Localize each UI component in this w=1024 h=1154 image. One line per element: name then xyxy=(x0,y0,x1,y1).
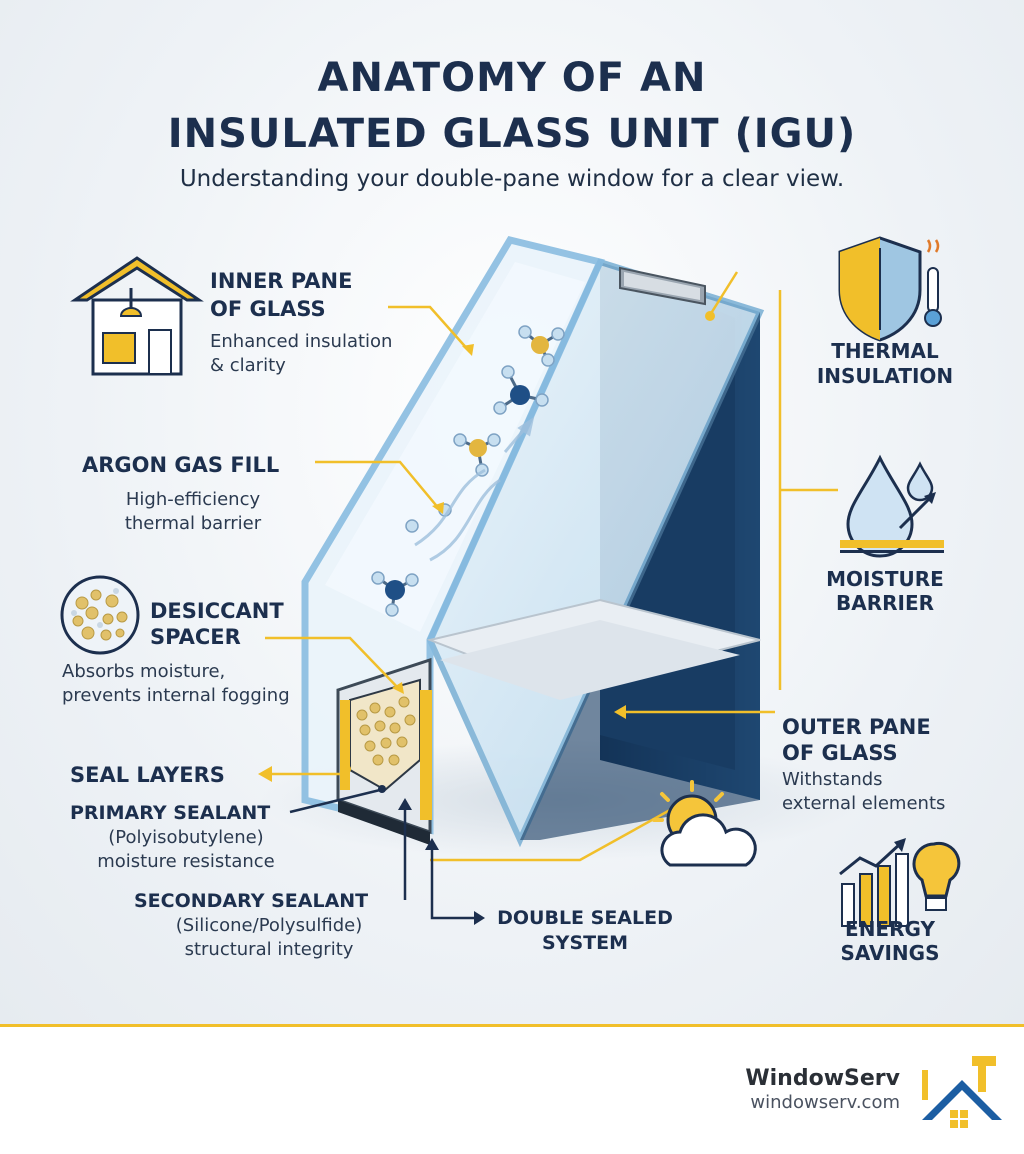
shield-thermal-icon xyxy=(838,236,942,342)
windowserv-logo-icon xyxy=(922,1056,1002,1128)
page-title-line2: INSULATED GLASS UNIT (IGU) xyxy=(167,111,857,157)
primary-sealant-right xyxy=(420,690,432,820)
page-title-line1: ANATOMY OF AN xyxy=(317,55,707,101)
double-sealed-title-line1: DOUBLE SEALED xyxy=(497,907,673,929)
outer-pane-title-line1: OUTER PANE xyxy=(782,715,931,739)
desiccant-title-line2: SPACER xyxy=(150,625,241,649)
inner-pane-title-line1: INNER PANE xyxy=(210,269,353,293)
brand-name: WindowServ xyxy=(745,1066,900,1091)
igu-diagram xyxy=(60,235,961,927)
outer-pane-title-line2: OF GLASS xyxy=(782,741,898,765)
outer-pane-desc-line2: external elements xyxy=(782,793,946,814)
footer-accent-line xyxy=(0,1024,1024,1027)
desiccant-beads-icon xyxy=(60,575,140,655)
outer-pane-desc-line1: Withstands xyxy=(782,769,883,790)
energy-title-line2: SAVINGS xyxy=(840,941,940,965)
gas-flow-lines xyxy=(414,416,535,562)
moisture-title-line1: MOISTURE xyxy=(826,567,944,591)
primary-sealant-desc-line2: moisture resistance xyxy=(97,851,275,872)
secondary-sealant-desc-line1: (Silicone/Polysulfide) xyxy=(175,915,363,936)
seal-layers-title: SEAL LAYERS xyxy=(70,763,225,787)
leader-double-sealed xyxy=(430,808,671,862)
thermal-title-line2: INSULATION xyxy=(816,364,954,388)
primary-sealant-title: PRIMARY SEALANT xyxy=(70,802,271,824)
secondary-sealant-base xyxy=(338,800,430,845)
desiccant-title-line1: DESICCANT xyxy=(150,599,284,623)
brand-url: windowserv.com xyxy=(750,1092,900,1113)
sun-cloud-icon xyxy=(652,780,757,867)
argon-molecules xyxy=(371,325,565,617)
leader-lines xyxy=(265,271,838,862)
page-subtitle: Understanding your double-pane window fo… xyxy=(179,166,845,192)
energy-chart-bulb-icon xyxy=(839,838,961,927)
argon-title: ARGON GAS FILL xyxy=(82,453,280,477)
outer-pane-edge xyxy=(520,312,760,840)
leader-desiccant xyxy=(265,636,401,691)
inner-pane-shine xyxy=(325,262,585,632)
primary-sealant-desc-line1: (Polyisobutylene) xyxy=(108,827,264,848)
top-spacer-pores xyxy=(624,272,700,300)
moisture-title-line2: BARRIER xyxy=(835,591,935,615)
inner-pane-desc-line2: & clarity xyxy=(210,355,286,376)
argon-desc-line1: High-efficiency xyxy=(125,489,261,510)
house-icon xyxy=(70,256,204,376)
footer xyxy=(0,1027,1024,1154)
navy-leader-lines xyxy=(289,788,478,920)
desiccant-desc-line1: Absorbs moisture, xyxy=(62,661,226,682)
inner-pane-desc-line1: Enhanced insulation xyxy=(210,331,393,352)
thermal-title-line1: THERMAL xyxy=(831,339,939,363)
desiccant-beads xyxy=(356,696,416,766)
double-sealed-title-line2: SYSTEM xyxy=(542,932,628,954)
bottom-sill-inner xyxy=(440,620,740,700)
leader-argon xyxy=(315,460,441,511)
leader-arrowheads xyxy=(258,311,715,782)
leader-inner-pane xyxy=(388,305,471,353)
primary-sealant-left xyxy=(340,700,350,790)
leader-double-sealed-system xyxy=(430,845,478,920)
leader-thermal xyxy=(708,271,739,316)
secondary-sealant-title: SECONDARY SEALANT xyxy=(134,890,369,912)
leader-primary-sealant xyxy=(289,788,381,814)
inner-pane-title-line2: OF GLASS xyxy=(210,297,326,321)
secondary-sealant-desc-line2: structural integrity xyxy=(184,939,354,960)
argon-desc-line2: thermal barrier xyxy=(124,513,262,534)
desiccant-desc-line2: prevents internal fogging xyxy=(62,685,290,706)
water-drop-icon xyxy=(840,454,944,558)
energy-title-line1: ENERGY xyxy=(845,917,935,941)
